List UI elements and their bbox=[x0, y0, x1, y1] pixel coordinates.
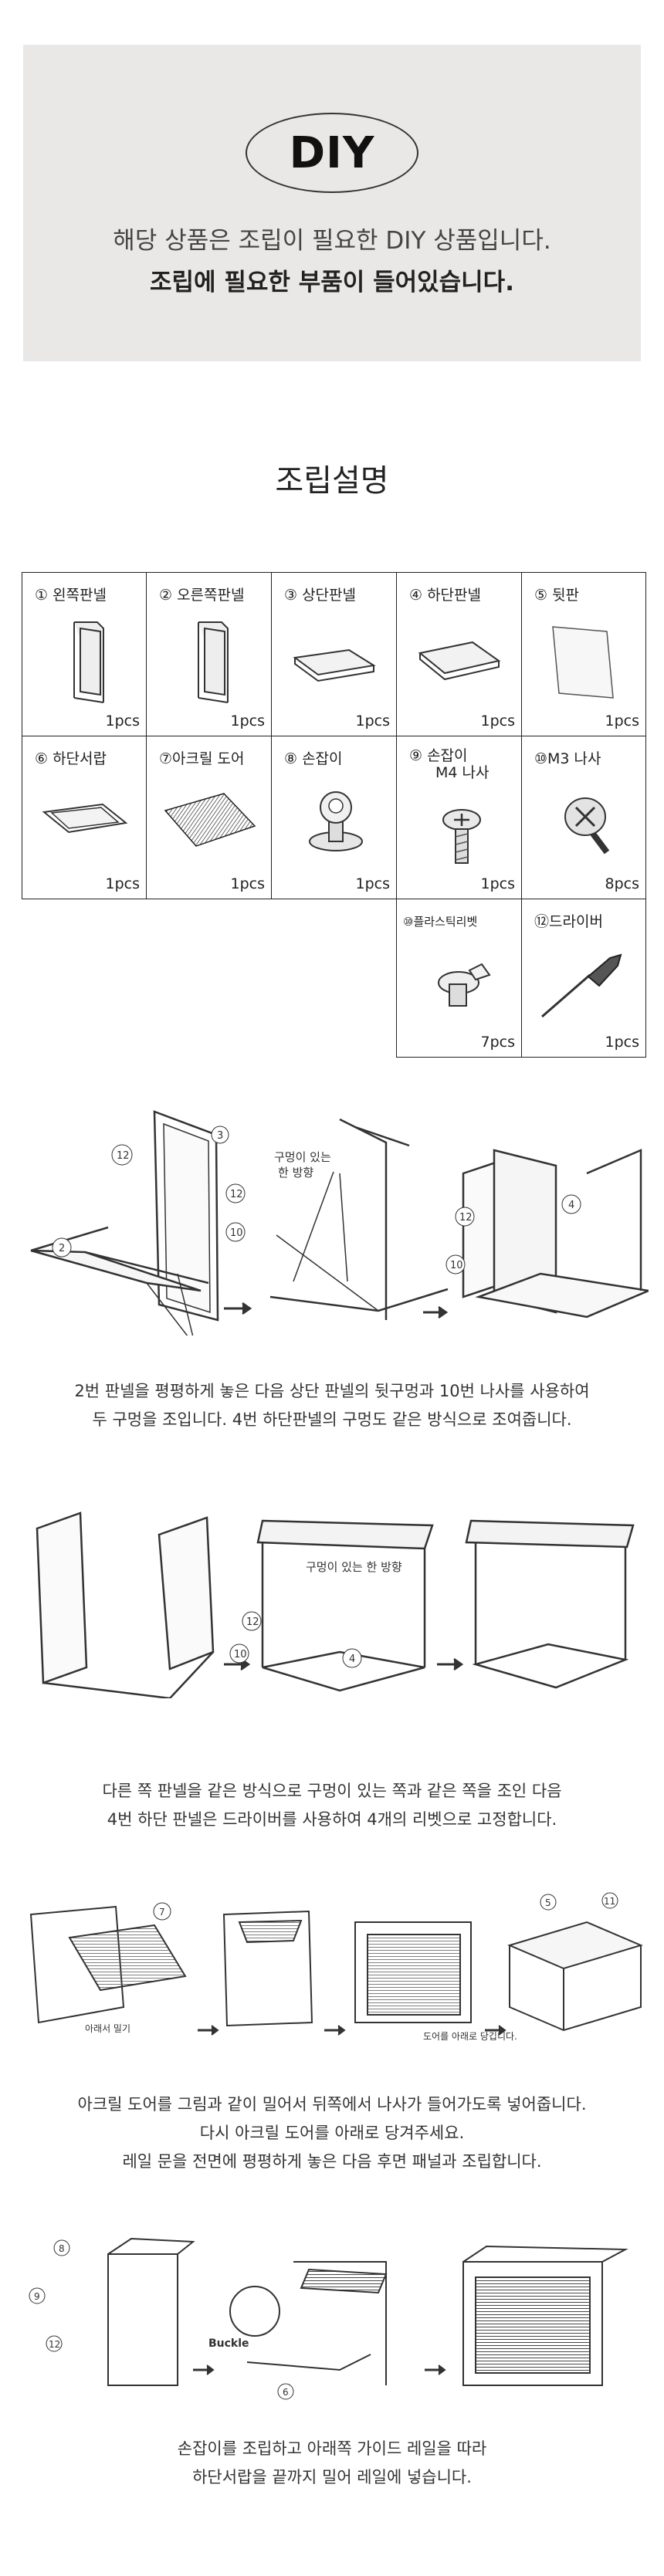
step4-callout-6: 6 bbox=[283, 2387, 289, 2398]
acrylic-door-illustration bbox=[164, 793, 256, 847]
diy-notice-line2: 조립에 필요한 부품이 들어있습니다. bbox=[150, 269, 514, 296]
step3-caption-line1: 아크릴 도어를 그림과 같이 밀어서 뒤쪽에서 나사가 들어가도록 넣어줍니다. bbox=[77, 2095, 587, 2114]
part-label: ⑤ 뒷판 bbox=[534, 587, 580, 604]
step1-caption-line2: 두 구멍을 조입니다. 4번 하단판넬의 구멍도 같은 방식으로 조여줍니다. bbox=[92, 1410, 572, 1429]
part-cell-screwdriver: ⑫드라이버 1pcs bbox=[521, 899, 646, 1058]
right-panel-illustration bbox=[198, 621, 229, 703]
step4-note-buckle: Buckle bbox=[208, 2337, 249, 2350]
step4-callout-9: 9 bbox=[34, 2291, 40, 2302]
part-label: ⑥ 하단서랍 bbox=[35, 750, 107, 767]
step3-callout-5: 5 bbox=[545, 1897, 551, 1908]
part-label: ② 오른쪽판넬 bbox=[159, 587, 245, 604]
part-cell-left-panel: ① 왼쪽판넬 1pcs bbox=[22, 572, 147, 736]
step2-caption-line1: 다른 쪽 판넬을 같은 방식으로 구멍이 있는 쪽과 같은 쪽을 조인 다음 bbox=[102, 1782, 562, 1800]
step1-callout-4: 4 bbox=[568, 1200, 574, 1211]
step1-callout-3: 3 bbox=[217, 1130, 223, 1142]
part-label: ③ 상단판넬 bbox=[284, 587, 356, 604]
part-cell-acrylic-door: ⑦아크릴 도어 1pcs bbox=[146, 736, 272, 899]
part-label-line2: M4 나사 bbox=[435, 764, 490, 781]
part-label: ⑩M3 나사 bbox=[534, 750, 601, 767]
part-qty: 1pcs bbox=[105, 875, 141, 892]
step1-callout-12b: 12 bbox=[230, 1189, 243, 1200]
diy-notice-line1: 해당 상품은 조립이 필요한 DIY 상품입니다. bbox=[113, 227, 551, 255]
part-qty: 1pcs bbox=[230, 713, 266, 729]
step4-callout-12: 12 bbox=[49, 2339, 60, 2350]
part-cell-m3-screw: ⑩M3 나사 8pcs bbox=[521, 736, 646, 899]
part-cell-top-panel: ③ 상단판넬 1pcs bbox=[271, 572, 397, 736]
part-qty: 1pcs bbox=[230, 875, 266, 892]
step1-note-hole-side: 구멍이 있는 bbox=[274, 1150, 331, 1164]
step1-note-one-direction: 한 방향 bbox=[278, 1166, 313, 1180]
diy-banner: DIY 해당 상품은 조립이 필요한 DIY 상품입니다. 조립에 필요한 부품… bbox=[23, 45, 641, 361]
part-qty: 1pcs bbox=[605, 713, 640, 729]
step3-caption-line2: 다시 아크릴 도어를 아래로 당겨주세요. bbox=[199, 2124, 465, 2142]
bottom-panel-illustration bbox=[418, 641, 501, 681]
step4-caption-line2: 하단서랍을 끝까지 밀어 레일에 넣습니다. bbox=[192, 2468, 472, 2486]
part-cell-right-panel: ② 오른쪽판넬 1pcs bbox=[146, 572, 272, 736]
m4-screw-icon bbox=[442, 809, 481, 864]
bottom-drawer-illustration bbox=[42, 803, 128, 834]
step2-caption: 다른 쪽 판넬을 같은 방식으로 구멍이 있는 쪽과 같은 쪽을 조인 다음 4… bbox=[0, 1777, 664, 1834]
part-qty: 8pcs bbox=[605, 875, 640, 892]
step2-illustration: 구멍이 있는 한 방향 12 10 4 bbox=[36, 1511, 635, 1698]
top-panel-illustration bbox=[293, 648, 376, 682]
diy-badge: DIY bbox=[246, 113, 418, 193]
part-qty: 7pcs bbox=[480, 1034, 516, 1051]
part-cell-plastic-rivet: ⑩플라스틱리벳 7pcs bbox=[396, 899, 522, 1058]
part-cell-bottom-drawer: ⑥ 하단서랍 1pcs bbox=[22, 736, 147, 899]
step4-illustration: 8 9 12 Buckle 6 bbox=[29, 2237, 628, 2400]
step2-callout-12: 12 bbox=[246, 1616, 259, 1628]
part-cell-handle-screw: ⑨ 손잡이 M4 나사 1pcs bbox=[396, 736, 522, 899]
step3-callout-7: 7 bbox=[159, 1907, 165, 1918]
back-panel-illustration bbox=[552, 626, 614, 699]
step3-caption: 아크릴 도어를 그림과 같이 밀어서 뒤쪽에서 나사가 들어가도록 넣어줍니다.… bbox=[0, 2090, 664, 2176]
part-qty: 1pcs bbox=[355, 875, 391, 892]
diy-badge-text: DIY bbox=[289, 127, 375, 178]
part-label: ⑫드라이버 bbox=[534, 913, 603, 930]
part-qty: 1pcs bbox=[605, 1034, 640, 1051]
step1-callout-12a: 12 bbox=[117, 1150, 130, 1162]
part-qty: 1pcs bbox=[105, 713, 141, 729]
part-cell-bottom-panel: ④ 하단판넬 1pcs bbox=[396, 572, 522, 736]
step4-caption: 손잡이를 조립하고 아래쪽 가이드 레일을 따라 하단서랍을 끝까지 밀어 레일… bbox=[0, 2435, 664, 2492]
step1-illustration: 12 3 12 10 2 구멍이 있는 한 방향 4 12 10 bbox=[30, 1110, 649, 1335]
plastic-rivet-icon bbox=[438, 963, 491, 1007]
step1-callout-2: 2 bbox=[59, 1243, 65, 1254]
part-label-line1: ⑨ 손잡이 bbox=[409, 747, 468, 764]
step2-caption-line2: 4번 하단 판넬은 드라이버를 사용하여 4개의 리벳으로 고정합니다. bbox=[107, 1810, 557, 1829]
part-label: ④ 하단판넬 bbox=[409, 587, 481, 604]
step2-callout-10: 10 bbox=[234, 1649, 247, 1660]
part-qty: 1pcs bbox=[480, 713, 516, 729]
part-cell-handle: ⑧ 손잡이 1pcs bbox=[271, 736, 397, 899]
part-label: ⑨ 손잡이 M4 나사 bbox=[409, 747, 489, 781]
step3-note-pull-down: 도어를 아래로 당깁니다. bbox=[423, 2031, 517, 2042]
step4-caption-line1: 손잡이를 조립하고 아래쪽 가이드 레일을 따라 bbox=[177, 2439, 487, 2458]
screwdriver-icon bbox=[541, 953, 622, 1018]
step2-note-hole-side: 구멍이 있는 한 방향 bbox=[306, 1560, 402, 1574]
step3-note-push-down: 아래서 밀기 bbox=[85, 2023, 130, 2034]
part-label: ⑧ 손잡이 bbox=[284, 750, 343, 767]
step3-callout-11: 11 bbox=[604, 1896, 615, 1907]
step1-callout-10b: 10 bbox=[450, 1260, 463, 1271]
step1-caption: 2번 판넬을 평평하게 놓은 다음 상단 판넬의 뒷구멍과 10번 나사를 사용… bbox=[0, 1377, 664, 1434]
part-label: ⑦아크릴 도어 bbox=[159, 750, 245, 767]
handle-icon bbox=[309, 791, 363, 851]
step1-callout-12c: 12 bbox=[459, 1212, 473, 1224]
m3-screw-icon bbox=[564, 797, 610, 855]
assembly-title: 조립설명 bbox=[275, 463, 389, 499]
step1-callout-10a: 10 bbox=[230, 1227, 243, 1239]
part-cell-back-panel: ⑤ 뒷판 1pcs bbox=[521, 572, 646, 736]
part-label: ⑩플라스틱리벳 bbox=[403, 915, 478, 929]
step1-caption-line1: 2번 판넬을 평평하게 놓은 다음 상단 판넬의 뒷구멍과 10번 나사를 사용… bbox=[74, 1382, 590, 1400]
part-qty: 1pcs bbox=[480, 875, 516, 892]
step4-callout-8: 8 bbox=[59, 2243, 65, 2254]
step3-caption-line3: 레일 문을 전면에 평평하게 놓은 다음 후면 패널과 조립합니다. bbox=[122, 2152, 542, 2171]
step2-callout-4: 4 bbox=[349, 1654, 355, 1665]
part-qty: 1pcs bbox=[355, 713, 391, 729]
step3-illustration: 7 아래서 밀기 도어를 아래로 당깁니다. 5 11 bbox=[29, 1892, 643, 2042]
left-panel-illustration bbox=[73, 621, 104, 703]
part-label: ① 왼쪽판넬 bbox=[35, 587, 107, 604]
